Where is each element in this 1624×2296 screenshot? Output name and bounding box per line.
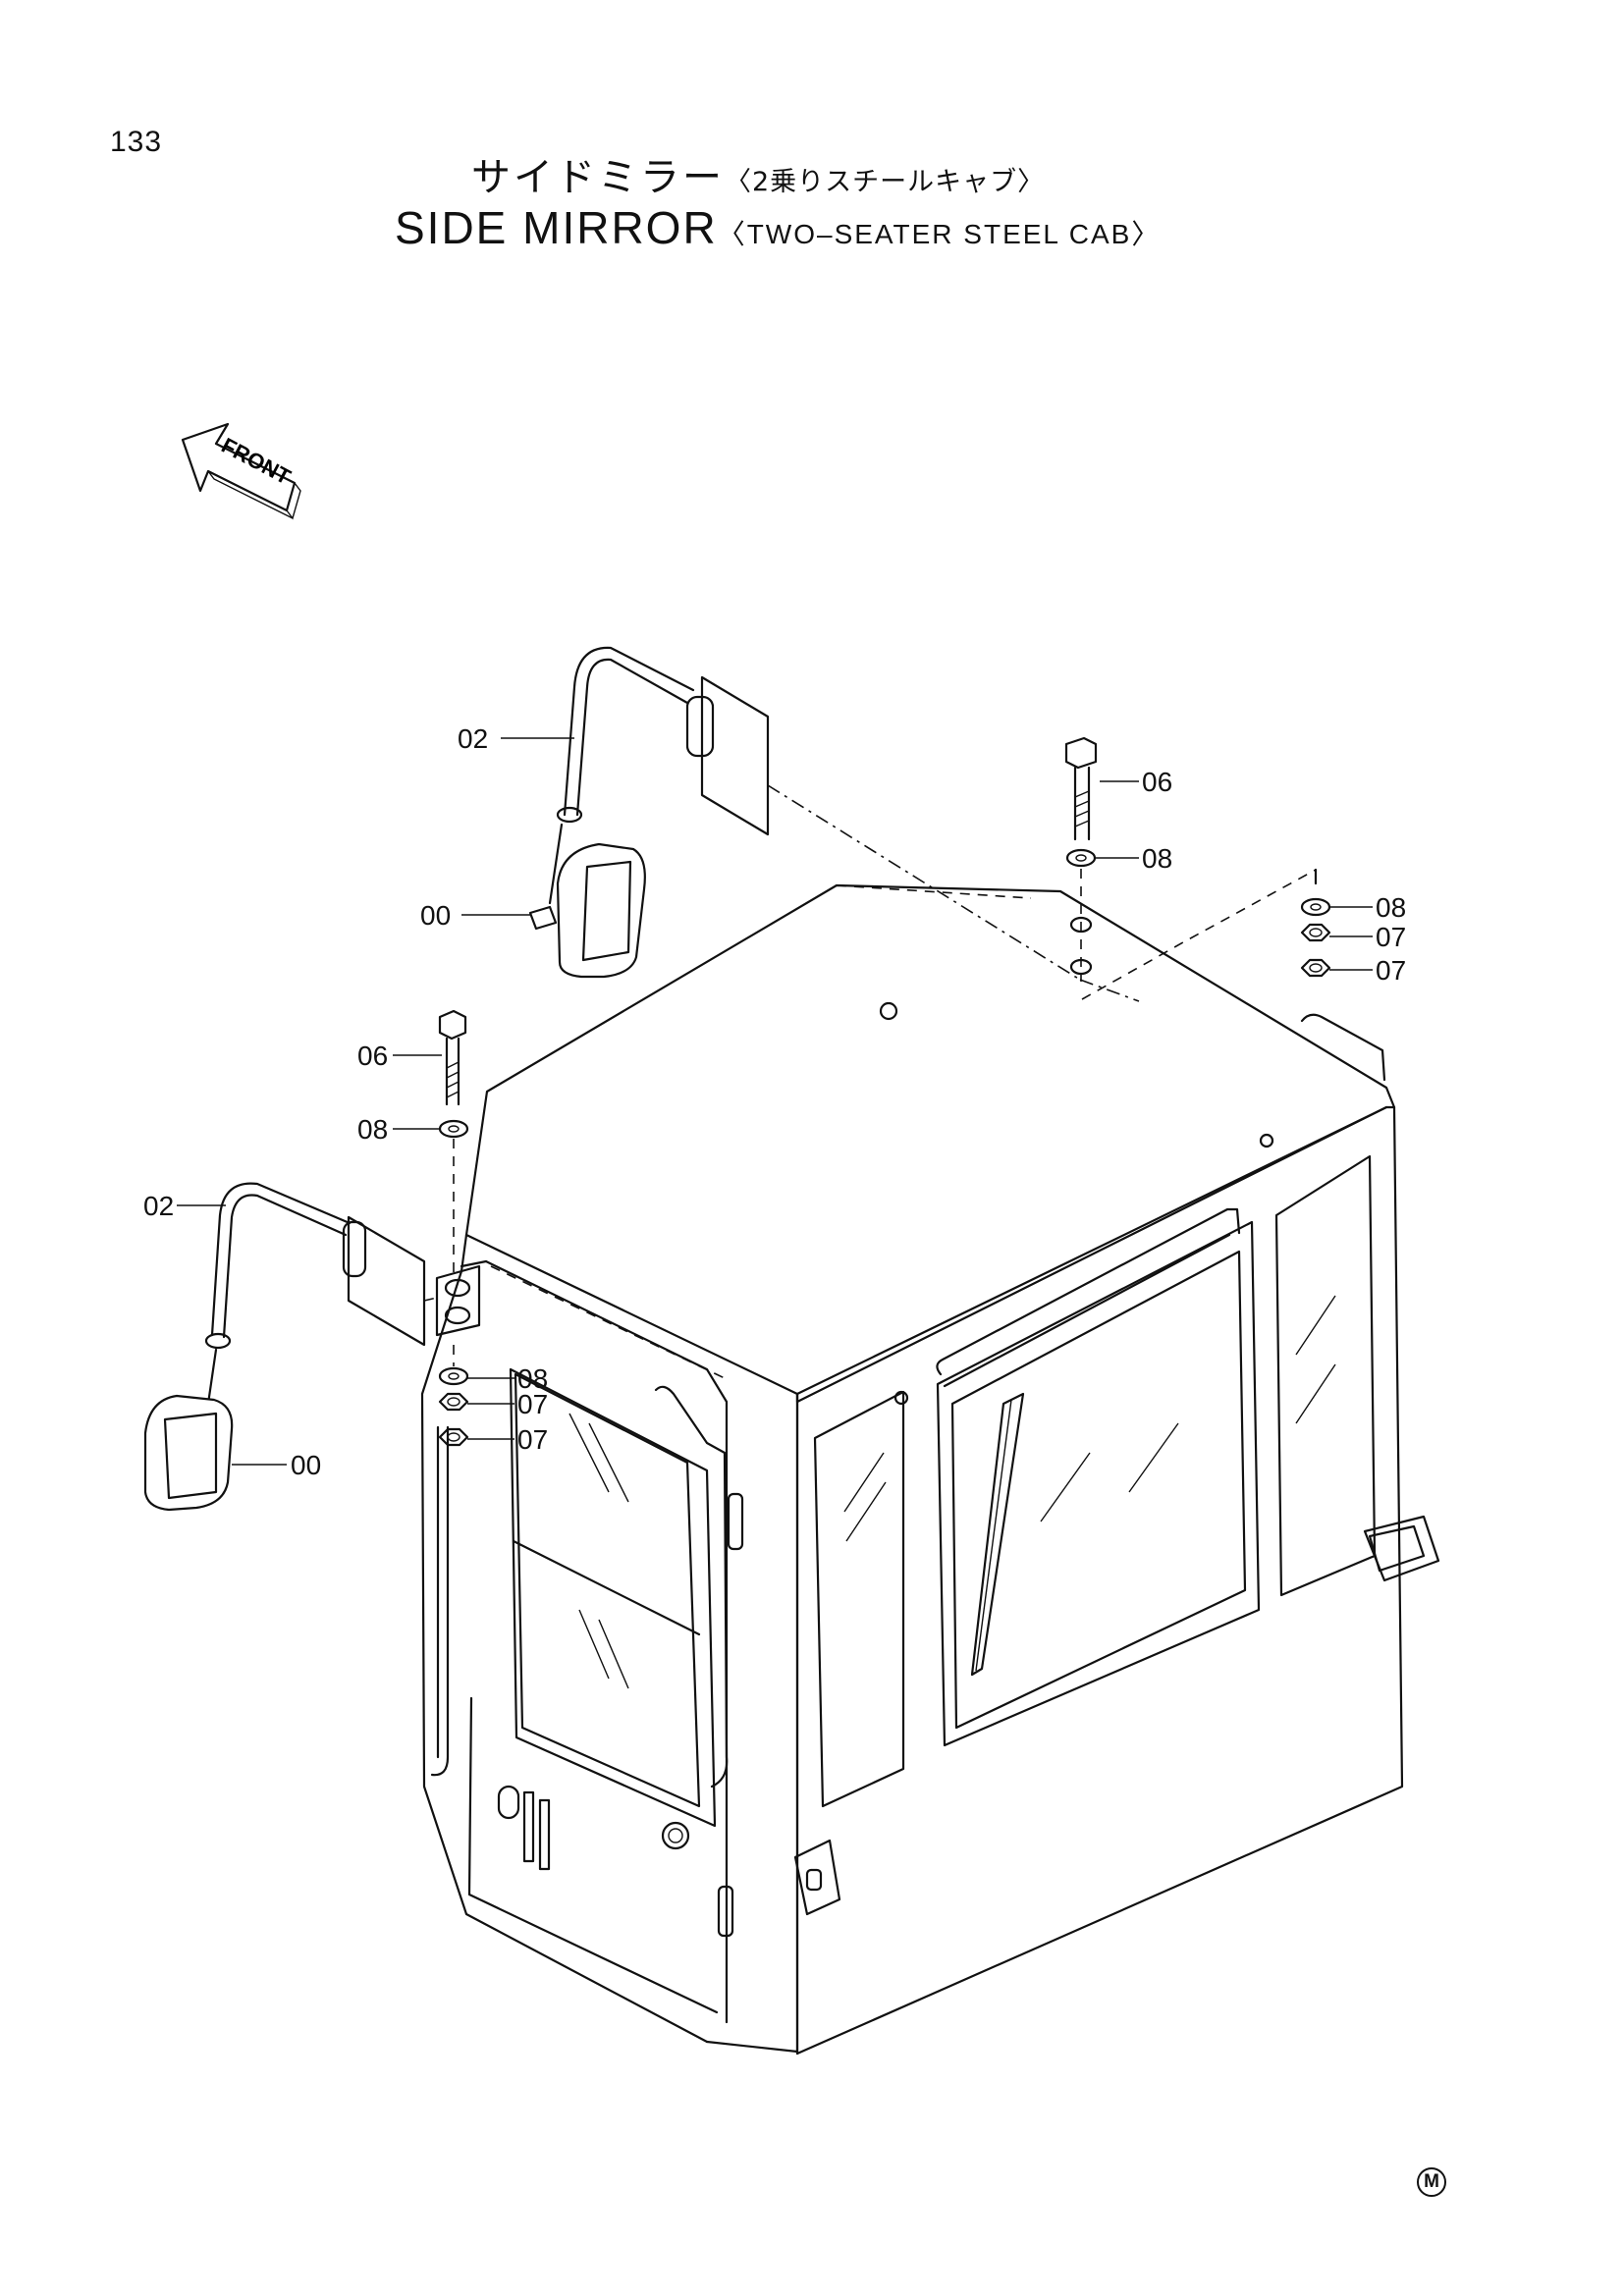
callout-02-upper: 02	[458, 723, 488, 754]
callout-08-upper: 08	[1142, 843, 1172, 874]
corner-mark: M	[1417, 2167, 1446, 2197]
title-japanese: サイドミラー〈2乗りスチールキャブ〉	[471, 145, 1045, 202]
callout-00-lower: 00	[291, 1450, 321, 1480]
callout-07-right-a: 07	[1376, 922, 1406, 952]
callout-06-lower: 06	[357, 1041, 388, 1071]
title-english: SIDE MIRROR〈TWO–SEATER STEEL CAB〉	[395, 201, 1161, 254]
fastener-stack-upper-right	[1064, 736, 1331, 1000]
callout-08-lower-stack: 08	[517, 1363, 548, 1394]
mirror-assembly-lower	[143, 1182, 481, 1512]
title-english-main: SIDE MIRROR	[395, 202, 718, 253]
cab-body	[420, 883, 1440, 2056]
mirror-head-upper	[528, 842, 646, 979]
title-japanese-main: サイドミラー	[471, 155, 725, 200]
callout-07-right-b: 07	[1376, 955, 1406, 986]
callout-labels: 02 00 06 08 08 07 07 06 08 02 08 07 07 0…	[143, 723, 1406, 1480]
page-number: 133	[110, 126, 163, 158]
callout-06-upper: 06	[1142, 767, 1172, 797]
title-english-sub: 〈TWO–SEATER STEEL CAB〉	[717, 219, 1162, 249]
callout-07-lower-a: 07	[517, 1389, 548, 1419]
callout-08-right: 08	[1376, 892, 1406, 923]
callout-08-lower: 08	[357, 1114, 388, 1145]
front-window	[509, 1367, 717, 1828]
callout-07-lower-b: 07	[517, 1424, 548, 1455]
front-arrow-icon: FRONT	[181, 422, 301, 520]
callout-02-lower: 02	[143, 1191, 174, 1221]
title-japanese-sub: 〈2乗りスチールキャブ〉	[725, 167, 1046, 197]
callout-00-upper: 00	[420, 900, 451, 931]
side-windows	[813, 1154, 1377, 1808]
fastener-stack-lower-left	[438, 1009, 469, 1447]
callout-leaders	[177, 737, 1373, 1466]
mirror-head-lower	[143, 1394, 234, 1512]
mirror-assembly-upper	[528, 646, 1140, 1002]
